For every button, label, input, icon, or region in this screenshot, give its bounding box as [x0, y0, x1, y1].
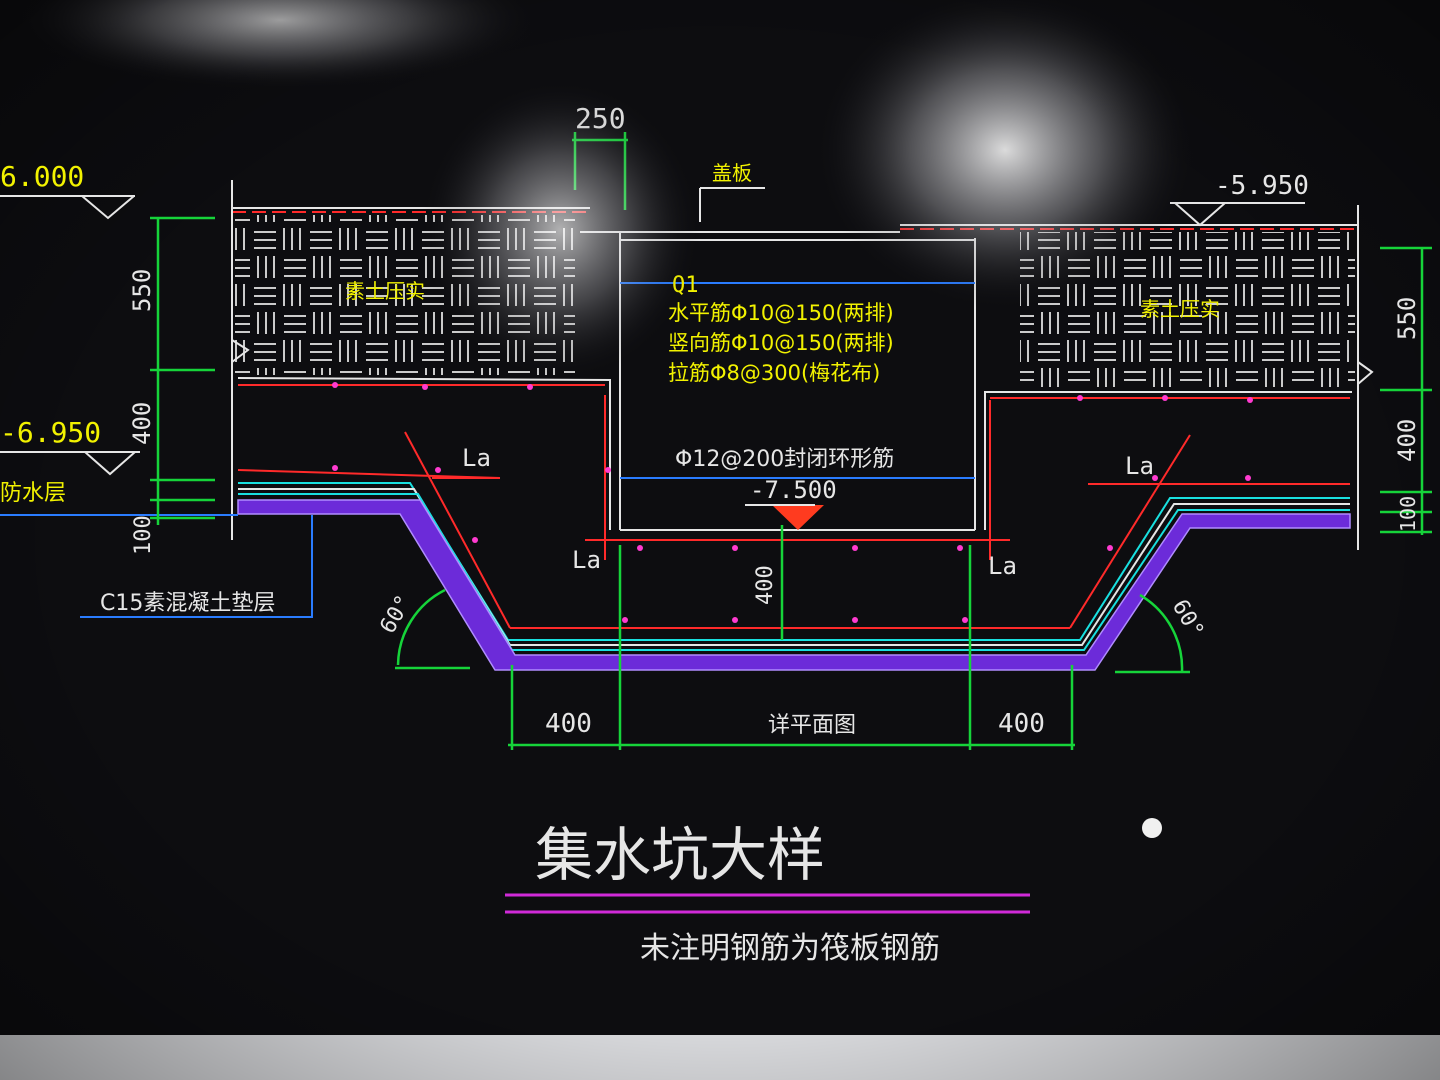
right-dim-100: 100	[1396, 496, 1420, 532]
wall-rebar-horizontal: 水平筋Φ10@150(两排)	[668, 301, 894, 325]
bottom-layers	[238, 482, 1350, 651]
right-dim-400: 400	[1393, 419, 1421, 462]
bottom-dim-center: 详平面图	[768, 713, 856, 738]
bottom-dim-right: 400	[998, 709, 1045, 739]
right-fill-label: 素土压实	[1140, 297, 1220, 321]
drawing-title: 集水坑大样	[535, 821, 825, 889]
waterproof-layer	[237, 499, 1351, 671]
screen-glare-left	[420, 80, 700, 380]
level-markers	[0, 187, 1305, 476]
left-top-level: 6.000	[0, 160, 84, 193]
la-label-lower-left: La	[572, 546, 601, 574]
left-mid-level: -6.950	[0, 416, 101, 449]
left-dim-550: 550	[128, 269, 156, 312]
left-dim-100: 100	[131, 515, 156, 555]
la-leaders	[432, 477, 1160, 485]
depth-dim: 400	[753, 565, 778, 605]
la-label-lower-right: La	[988, 552, 1017, 580]
wall-rebar-tie: 拉筋Φ8@300(梅花布)	[668, 361, 880, 385]
screen-glare-right	[815, 0, 1195, 310]
wall-rebar-vertical: 竖向筋Φ10@150(两排)	[668, 331, 894, 355]
screen-glare-top	[20, 0, 540, 90]
cushion-label: C15素混凝土垫层	[100, 591, 275, 616]
la-label-upper-right: La	[1125, 452, 1154, 480]
pit-level-label: -7.500	[750, 476, 837, 504]
la-label-upper-left: La	[462, 444, 491, 472]
bottom-dim-left: 400	[545, 709, 592, 739]
left-dim-400: 400	[128, 402, 156, 445]
pit-level-marker	[772, 505, 824, 530]
rebar-dots	[332, 382, 1253, 623]
rebar-lines	[237, 384, 1350, 629]
cover-board-label: 盖板	[712, 161, 752, 185]
right-dim-550: 550	[1393, 297, 1421, 340]
left-fill-label: 素土压实	[345, 279, 425, 303]
mouse-cursor-dot	[1142, 818, 1162, 838]
waterproof-label: 防水层	[0, 481, 66, 506]
right-top-level: -5.950	[1215, 171, 1309, 201]
title-underline	[505, 893, 1030, 914]
drawing-note: 未注明钢筋为筏板钢筋	[640, 931, 940, 966]
ring-rebar-label: Φ12@200封闭环形筋	[675, 447, 894, 472]
